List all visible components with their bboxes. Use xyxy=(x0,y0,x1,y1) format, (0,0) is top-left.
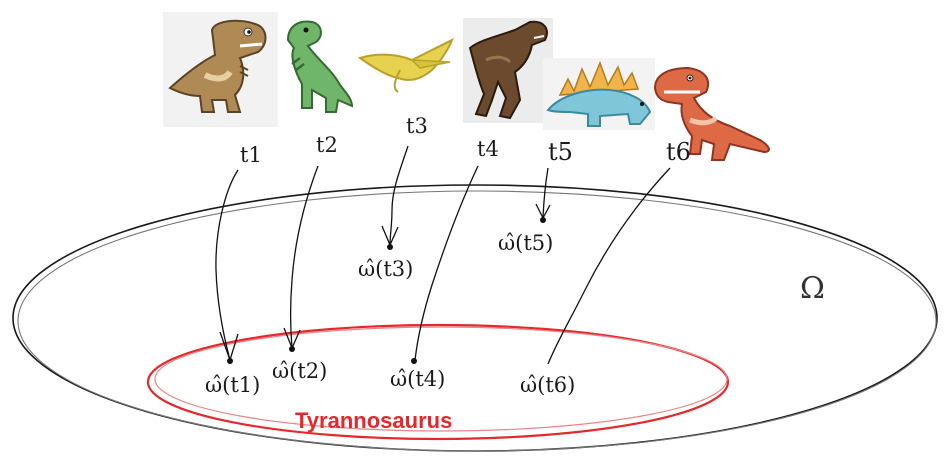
tyrannosaurus-label: Tyrannosaurus xyxy=(295,408,452,433)
time-label-t4: t4 xyxy=(477,137,499,161)
point-omega-t2 xyxy=(289,346,295,352)
mapping-arrows xyxy=(216,146,670,364)
green-trex-icon xyxy=(288,22,352,112)
brown-trex-icon xyxy=(163,12,278,127)
time-label-t5: t5 xyxy=(548,138,573,166)
time-label-t3: t3 xyxy=(406,114,428,138)
point-omega-t1 xyxy=(227,358,233,364)
image-label-t4: ω̂(t4) xyxy=(390,367,445,391)
image-label-t6: ω̂(t6) xyxy=(520,373,575,397)
time-label-t1: t1 xyxy=(240,143,262,167)
arrow-t1 xyxy=(216,170,238,360)
time-label-t2: t2 xyxy=(316,133,338,157)
point-omega-t4 xyxy=(411,358,417,364)
photo-trex-icon xyxy=(463,18,553,123)
blue-stegosaurus-icon xyxy=(543,58,655,130)
arrow-t6 xyxy=(548,168,670,364)
omega-label: Ω xyxy=(800,271,825,306)
yellow-pterodactyl-icon xyxy=(360,40,452,92)
image-label-t1: ω̂(t1) xyxy=(205,373,260,397)
image-label-t2: ω̂(t2) xyxy=(272,359,327,383)
image-label-t3: ω̂(t3) xyxy=(358,257,413,281)
omega-space-ellipse xyxy=(13,185,937,451)
arrow-t3 xyxy=(390,146,408,245)
arrow-t4 xyxy=(415,166,478,360)
image-label-t5: ω̂(t5) xyxy=(498,231,553,255)
point-omega-t3 xyxy=(387,244,393,250)
point-omega-t5 xyxy=(540,217,546,223)
time-label-t6: t6 xyxy=(666,138,691,166)
